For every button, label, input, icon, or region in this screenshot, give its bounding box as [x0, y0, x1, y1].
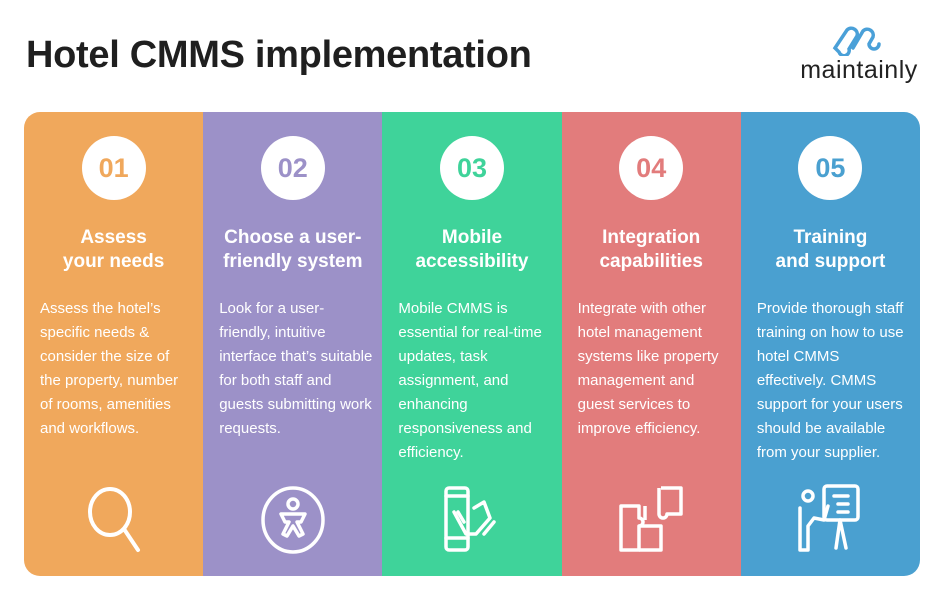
- step-number: 02: [260, 136, 325, 200]
- step-1: 01 Assess your needs Assess the hotel’s …: [24, 112, 204, 576]
- page-title: Hotel CMMS implementation: [26, 34, 532, 76]
- logo-text: maintainly: [800, 56, 918, 84]
- step-title: Integration capabilities: [599, 227, 703, 272]
- puzzle-icon: [619, 486, 683, 552]
- step-3: 03 Mobile accessibility Mobile CMMS is e…: [382, 112, 562, 576]
- step-body: Mobile CMMS is essential for real-time u…: [398, 300, 542, 461]
- step-body: Look for a user-friendly, intuitive inte…: [219, 300, 373, 437]
- step-title: Assess your needs: [62, 227, 165, 272]
- logo-mark-icon: [832, 26, 881, 56]
- phone-touch-icon: [444, 486, 496, 552]
- step-number: 04: [619, 136, 684, 200]
- step-title: Training and support: [775, 227, 886, 272]
- step-title: Mobile accessibility: [415, 227, 529, 272]
- step-4: 04 Integration capabilities Integrate wi…: [561, 112, 741, 576]
- step-number: 03: [440, 136, 504, 200]
- step-2: 02 Choose a user- friendly system Look f…: [203, 112, 383, 576]
- presentation-icon: [798, 484, 861, 552]
- step-body: Provide thorough staff training on how t…: [756, 300, 904, 461]
- steps: 01 Assess your needs Assess the hotel’s …: [24, 112, 920, 576]
- step-5: 05 Training and support Provide thorough…: [740, 112, 920, 576]
- maintainly-logo: maintainly: [796, 22, 922, 85]
- step-number: 05: [798, 136, 863, 200]
- step-number: 01: [81, 136, 146, 200]
- magnifier-icon: [87, 487, 140, 552]
- step-body: Assess the hotel’s specific needs & cons…: [40, 300, 179, 437]
- accessibility-icon: [261, 486, 325, 554]
- step-title: Choose a user- friendly system: [223, 227, 363, 272]
- step-body: Integrate with other hotel management sy…: [577, 300, 719, 437]
